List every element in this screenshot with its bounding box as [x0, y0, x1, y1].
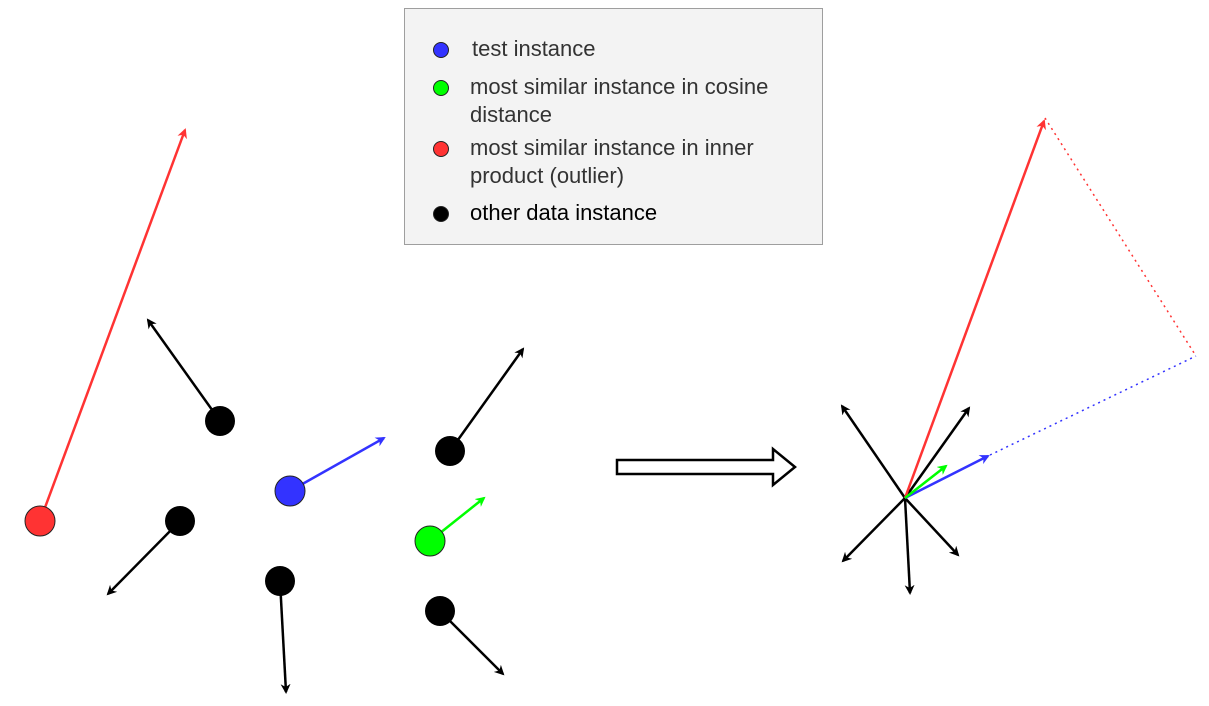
legend-label-inner: most similar instance in inner product (…	[470, 135, 754, 188]
other-instance	[205, 406, 235, 436]
other-vector	[840, 404, 907, 499]
other-vector	[903, 406, 971, 499]
other-vector	[448, 347, 525, 452]
cosine-instance	[414, 525, 446, 557]
green-dot-icon	[433, 80, 449, 96]
blue-dot-icon	[433, 42, 449, 58]
red-dot-icon	[433, 141, 449, 157]
other-vector	[841, 497, 906, 563]
other-instance	[265, 566, 295, 596]
other-instance	[165, 506, 195, 536]
outlier-vector	[903, 119, 1046, 499]
test-instance	[274, 475, 306, 507]
other-instance	[435, 436, 465, 466]
origin-vectors	[840, 117, 1197, 595]
test-vector	[904, 454, 990, 500]
cosine-vector	[904, 464, 948, 499]
test-vector	[289, 436, 386, 493]
left-instances	[24, 128, 525, 694]
other-vector	[278, 580, 291, 694]
other-vector	[904, 497, 960, 557]
outlier-vector	[38, 128, 187, 522]
legend-label-cosine: most similar instance in cosine distance	[470, 74, 769, 127]
outlier-instance	[24, 505, 56, 537]
projection-line	[1044, 117, 1197, 357]
other-instance	[425, 596, 455, 626]
legend-label-test: test instance	[472, 36, 596, 61]
transform-arrow	[615, 446, 797, 488]
other-vector	[146, 318, 222, 422]
test-direction-extension	[989, 355, 1197, 456]
other-vector	[903, 497, 915, 595]
legend: test instance most similar instance in c…	[404, 8, 823, 245]
legend-label-other: other data instance	[470, 200, 658, 225]
other-vector	[106, 520, 181, 596]
black-dot-icon	[433, 206, 449, 222]
